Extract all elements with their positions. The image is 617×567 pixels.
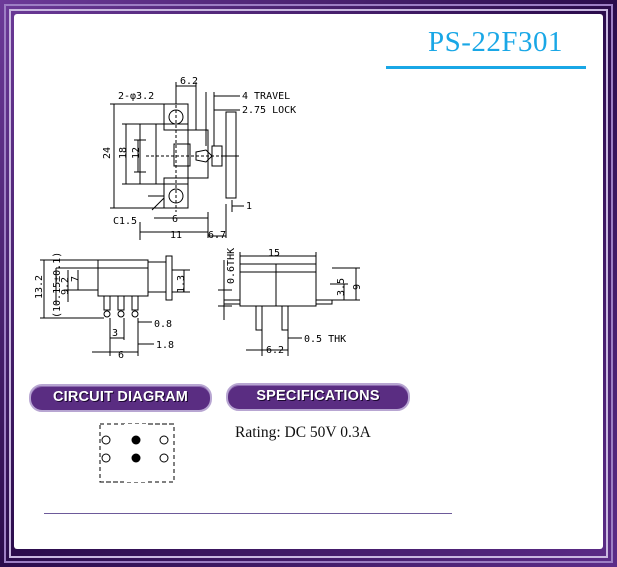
top-view-outline [110, 82, 244, 240]
circuit-symbol [99, 423, 175, 483]
dim-h13-2: 13.2 [34, 275, 45, 299]
dim-lock: 2.75 LOCK [242, 105, 296, 116]
dim-h7: 7 [70, 276, 81, 282]
dim-w6-7: 6.7 [208, 230, 226, 241]
dim-p6: 6 [118, 350, 124, 361]
dim-h9-2: 9.2 [60, 277, 71, 295]
circuit-diagram-label: CIRCUIT DIAGRAM [52, 389, 189, 405]
dim-h9: 9 [352, 284, 363, 290]
dim-width-top: 6.2 [180, 76, 198, 87]
side-view-labels: 13.2 (10.15±0.1) 9.2 7 1.3 0.8 3 1.8 6 [34, 252, 187, 361]
dim-thk05: 0.5 THK [304, 334, 346, 345]
dim-h18: 18 [118, 147, 129, 159]
dim-thk06: 0.6THK [226, 248, 237, 284]
dim-h1-3: 1.3 [176, 275, 187, 293]
dim-w6: 6 [172, 214, 178, 225]
circuit-diagram-header: CIRCUIT DIAGRAM [29, 384, 212, 412]
rating-text: Rating: DC 50V 0.3A [235, 424, 371, 441]
dim-hole: 2-φ3.2 [118, 91, 154, 102]
dim-h24: 24 [102, 147, 113, 159]
circuit-contacts [100, 423, 174, 483]
drawing-sheet [14, 14, 603, 549]
title-underline [386, 66, 586, 69]
dim-travel: 4 TRAVEL [242, 91, 290, 102]
dim-w15: 15 [268, 248, 280, 259]
dim-p1-8: 1.8 [156, 340, 174, 351]
top-view-labels: 2-φ3.2 6.2 4 TRAVEL 2.75 LOCK 24 18 12 C… [102, 76, 296, 241]
side-view-outline [40, 255, 190, 356]
dim-w11: 11 [170, 230, 182, 241]
dim-h10-15: (10.15±0.1) [52, 252, 63, 318]
dim-p0-8: 0.8 [154, 319, 172, 330]
dim-knob: 1 [246, 201, 252, 212]
dim-p3: 3 [112, 328, 118, 339]
bottom-divider [44, 513, 452, 514]
dim-w6-2: 6.2 [266, 345, 284, 356]
end-view-outline [218, 252, 360, 356]
specifications-header: SPECIFICATIONS [226, 383, 410, 411]
dim-h12: 12 [131, 147, 142, 159]
dim-h3-5: 3.5 [336, 278, 347, 296]
model-title: PS-22F301 [427, 26, 564, 58]
specifications-label: SPECIFICATIONS [256, 388, 380, 404]
end-view-labels: 15 0.6THK 3.5 9 0.5 THK 6.2 [226, 248, 363, 356]
dim-chamfer: C1.5 [113, 216, 137, 227]
